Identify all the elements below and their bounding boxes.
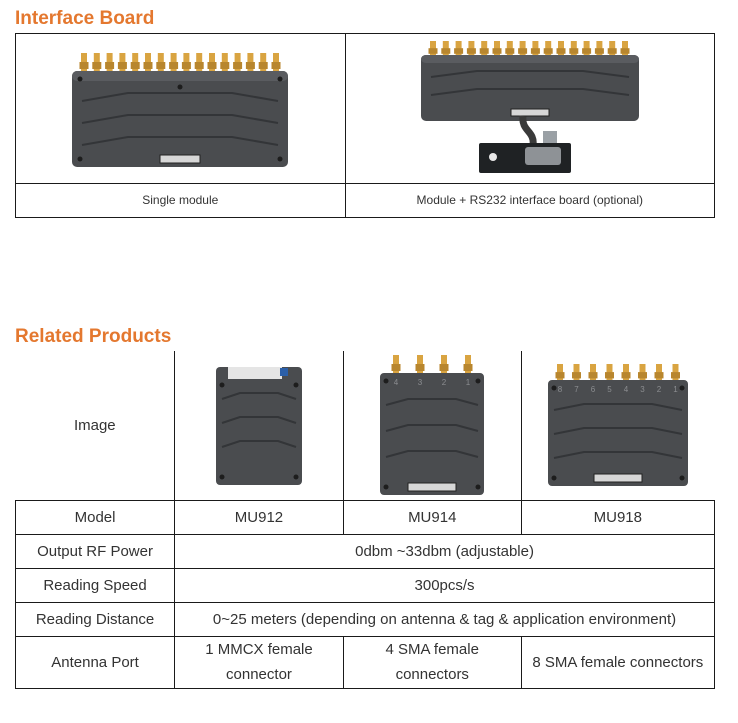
sma-connector-nut: [588, 372, 598, 379]
sma-connector-nut: [620, 47, 630, 54]
row-label-reading-distance: Reading Distance: [14, 601, 176, 637]
sma-connector-nut: [463, 364, 473, 372]
model-mu914: MU914: [342, 499, 522, 535]
interface-board-table: Single module Module + RS232 interface b…: [15, 33, 716, 218]
row-label-output-rf-power: Output RF Power: [14, 533, 176, 569]
sma-connector-nut: [258, 61, 268, 69]
port-number-label: 1: [466, 378, 471, 387]
rfid-module-with-rs232-board-image: [420, 40, 639, 173]
port-number-label: 2: [657, 385, 662, 394]
sma-connector-nut: [439, 364, 449, 372]
sma-connector-nut: [453, 47, 463, 54]
sma-connector-nut: [671, 372, 681, 379]
port-number-label: 4: [624, 385, 629, 394]
caption-module-with-board: Module + RS232 interface board (optional…: [344, 183, 716, 218]
sma-connector-nut: [92, 61, 102, 69]
sma-connector-nut: [220, 61, 230, 69]
sma-connector-nut: [391, 364, 401, 372]
rfid-module-16-port-image: [72, 52, 289, 167]
sma-connector-nut: [271, 61, 281, 69]
sma-connector-nut: [156, 61, 166, 69]
sma-connector-nut: [530, 47, 540, 54]
sma-connector-nut: [654, 372, 664, 379]
antenna-port-mu912: 1 MMCX female connector: [174, 635, 344, 689]
sma-connector-nut: [569, 47, 579, 54]
related-products-title: Related Products: [15, 326, 172, 347]
sma-connector-nut: [594, 47, 604, 54]
mu914-module-image: 4 3 2 1: [380, 355, 485, 496]
sma-connector-nut: [572, 372, 582, 379]
port-number-label: 5: [607, 385, 612, 394]
antenna-port-mu918: 8 SMA female connectors: [520, 635, 716, 689]
interface-board-title: Interface Board: [15, 8, 155, 29]
sma-connector-nut: [607, 47, 617, 54]
sma-connector-nut: [543, 47, 553, 54]
sma-connector-nut: [130, 61, 140, 69]
sma-connector-nut: [246, 61, 256, 69]
port-number-label: 3: [640, 385, 645, 394]
row-label-antenna-port: Antenna Port: [14, 635, 176, 689]
reading-distance-value: 0~25 meters (depending on antenna & tag …: [174, 601, 715, 637]
mu918-module-image: 8 7 6 5 4 3 2 1: [548, 364, 689, 487]
related-products-table: Image 4 3 2 1: [14, 351, 716, 689]
sma-connector-nut: [441, 47, 451, 54]
sma-connector-nut: [621, 372, 631, 379]
sma-connector-nut: [479, 47, 489, 54]
sma-connector-nut: [581, 47, 591, 54]
port-number-label: 8: [558, 385, 563, 394]
sma-connector-nut: [638, 372, 648, 379]
mu912-image-cell: [174, 351, 344, 501]
sma-connector-nut: [492, 47, 502, 54]
mu914-image-cell: 4 3 2 1: [342, 351, 522, 501]
antenna-port-mu914: 4 SMA female connectors: [342, 635, 522, 689]
port-number-label: 2: [442, 378, 447, 387]
sma-connector-nut: [194, 61, 204, 69]
sma-connector-nut: [556, 47, 566, 54]
model-mu912: MU912: [174, 499, 344, 535]
module-with-board-image-cell: [344, 33, 716, 184]
sma-connector-nut: [605, 372, 615, 379]
sma-connector-nut: [118, 61, 128, 69]
mu918-image-cell: 8 7 6 5 4 3 2 1: [520, 351, 715, 501]
row-label-model: Model: [14, 499, 176, 535]
row-label-reading-speed: Reading Speed: [14, 567, 176, 603]
port-number-label: 3: [418, 378, 423, 387]
model-mu918: MU918: [520, 499, 716, 535]
port-number-label: 7: [574, 385, 579, 394]
sma-connector-nut: [555, 372, 565, 379]
single-module-image-cell: [15, 33, 346, 184]
reading-speed-value: 300pcs/s: [174, 567, 715, 603]
sma-connector-nut: [207, 61, 217, 69]
sma-connector-nut: [105, 61, 115, 69]
sma-connector-nut: [233, 61, 243, 69]
port-number-label: 4: [394, 378, 399, 387]
sma-connector-nut: [466, 47, 476, 54]
sma-connector-nut: [415, 364, 425, 372]
output-rf-power-value: 0dbm ~33dbm (adjustable): [174, 533, 715, 569]
sma-connector-nut: [169, 61, 179, 69]
sma-connector-nut: [79, 61, 89, 69]
mu912-module-image: [215, 367, 302, 486]
sma-connector-nut: [517, 47, 527, 54]
sma-connector-nut: [182, 61, 192, 69]
port-number-label: 1: [673, 385, 678, 394]
port-number-label: 6: [591, 385, 596, 394]
sma-connector-nut: [505, 47, 515, 54]
row-label-image: Image: [15, 351, 176, 501]
caption-single-module: Single module: [15, 183, 346, 218]
sma-connector-nut: [428, 47, 438, 54]
sma-connector-nut: [143, 61, 153, 69]
